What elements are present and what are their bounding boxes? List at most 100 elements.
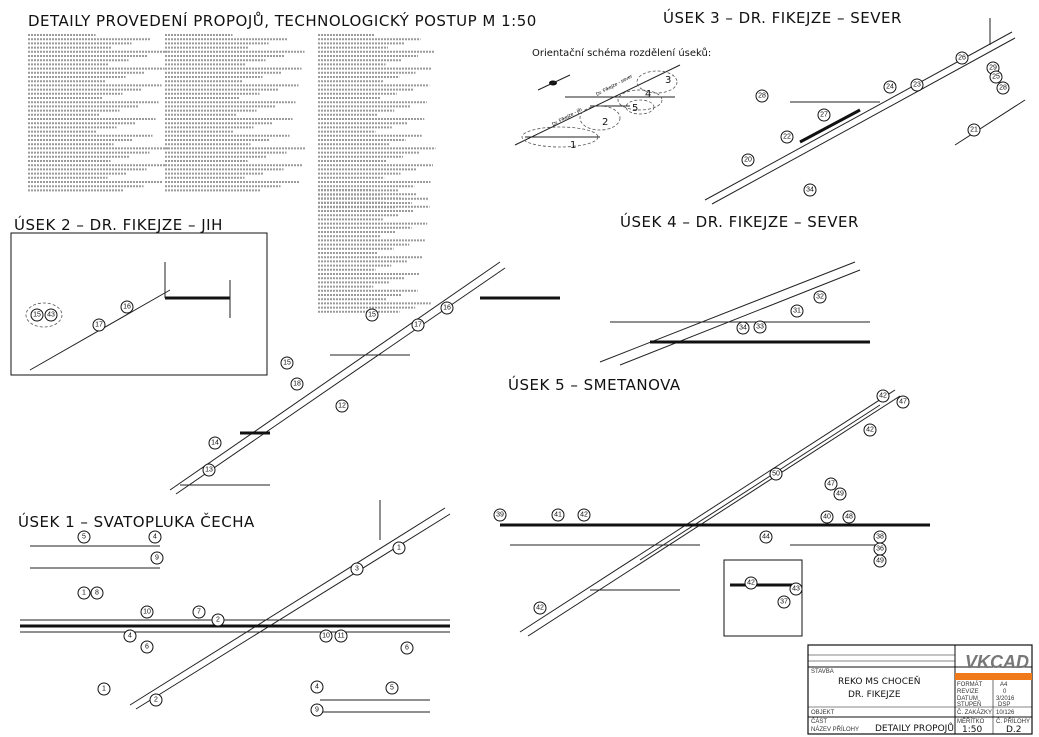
reference-bubble: 6 — [400, 641, 414, 655]
bubble-number: 16 — [443, 305, 451, 312]
reference-bubble: 36 — [873, 542, 887, 556]
reference-bubble: 17 — [92, 318, 106, 332]
bubble-circle — [140, 640, 154, 654]
reference-bubble: 31 — [790, 304, 804, 318]
reference-bubble: 3 — [350, 562, 364, 576]
bubble-circle — [759, 530, 773, 544]
bubble-circle — [876, 389, 890, 403]
bubble-number: 6 — [405, 645, 409, 652]
reference-bubble: 33 — [753, 320, 767, 334]
reference-bubble: 14 — [208, 436, 222, 450]
bubble-circle — [842, 510, 856, 524]
bubble-circle — [883, 80, 897, 94]
reference-bubble: 24 — [883, 80, 897, 94]
bubble-number: 28 — [758, 93, 766, 100]
reference-bubble: 22 — [780, 130, 794, 144]
reference-bubble: 43 — [44, 308, 58, 322]
bubble-number: 4 — [128, 633, 132, 640]
bubble-number: 42 — [536, 605, 544, 612]
bubble-number: 40 — [823, 514, 831, 521]
bubble-number: 10 — [143, 609, 151, 616]
reference-bubble: 7 — [192, 605, 206, 619]
reference-bubble: 4 — [310, 680, 324, 694]
format-label: FORMÁT — [957, 681, 983, 688]
bubble-number: 29 — [989, 65, 997, 72]
reference-bubble: 10 — [319, 629, 333, 643]
project-name: REKO MS CHOCEŇ — [838, 676, 920, 687]
orientation-label-5: 5 — [632, 103, 638, 114]
usek1-heading: ÚSEK 1 – SVATOPLUKA ČECHA — [18, 512, 255, 531]
reference-bubble: 34 — [736, 321, 750, 335]
bubble-number: 23 — [913, 82, 921, 89]
reference-bubble: 20 — [741, 153, 755, 167]
reference-bubble: 39 — [493, 508, 507, 522]
bubble-circle — [120, 300, 134, 314]
bubble-number: 49 — [836, 491, 844, 498]
bubble-circle — [873, 554, 887, 568]
pipe-lines — [10, 18, 1026, 713]
bubble-circle — [896, 395, 910, 409]
bubble-circle — [208, 436, 222, 450]
bubble-number: 38 — [876, 534, 884, 541]
bubble-circle — [44, 308, 58, 322]
orientation-street-jih: Dr. Fikejze - jih — [551, 107, 583, 128]
reference-bubble: 1 — [77, 586, 91, 600]
reference-bubble: 28 — [996, 81, 1010, 95]
reference-bubble: 43 — [789, 582, 803, 596]
bubble-circle — [90, 586, 104, 600]
bubble-circle — [769, 467, 783, 481]
reference-bubble: 5 — [385, 681, 399, 695]
bubble-number: 6 — [145, 644, 149, 651]
bubble-number: 4 — [153, 534, 157, 541]
bubble-circle — [150, 551, 164, 565]
reference-bubble: 13 — [202, 463, 216, 477]
reference-bubble: 50 — [769, 467, 783, 481]
revision-value: 0 — [1003, 689, 1007, 695]
bubble-number: 2 — [154, 697, 158, 704]
bubble-circle — [192, 605, 206, 619]
bubble-circle — [411, 318, 425, 332]
bubble-circle — [863, 423, 877, 437]
reference-bubble: 28 — [755, 89, 769, 103]
bubble-circle — [736, 321, 750, 335]
usek5-heading: ÚSEK 5 – SMETANOVA — [508, 375, 681, 394]
contract-value: 10/126 — [996, 710, 1015, 716]
attachment-value: D.2 — [1006, 725, 1022, 735]
reference-bubble: 41 — [551, 508, 565, 522]
contract-label: Č. ZAKÁZKY — [957, 709, 992, 716]
orientation-heading: Orientační schéma rozdělení úseků: — [532, 47, 711, 59]
bubble-circle — [149, 693, 163, 707]
reference-bubble: 38 — [873, 530, 887, 544]
bubble-number: 9 — [315, 707, 319, 714]
reference-bubble: 42 — [744, 576, 758, 590]
bubble-number: 47 — [827, 481, 835, 488]
bubble-number: 32 — [816, 294, 824, 301]
orientation-street-sever: Dr. Fikejze - sever — [595, 73, 634, 97]
reference-bubble: 27 — [817, 108, 831, 122]
bubble-number: 14 — [211, 440, 219, 447]
bubble-circle — [77, 530, 91, 544]
bubble-number: 28 — [999, 85, 1007, 92]
reference-bubble: 15 — [30, 308, 44, 322]
reference-bubble: 16 — [120, 300, 134, 314]
usek3-heading: ÚSEK 3 – DR. FIKEJZE – SEVER — [663, 8, 902, 27]
bubble-circle — [833, 487, 847, 501]
bubble-circle — [755, 89, 769, 103]
bubble-circle — [310, 680, 324, 694]
bubble-number: 1 — [82, 590, 86, 597]
bubble-number: 22 — [783, 134, 791, 141]
bubble-number: 12 — [338, 403, 346, 410]
bubble-number: 26 — [958, 55, 966, 62]
bubble-number: 20 — [744, 157, 752, 164]
reference-bubble: 4 — [123, 629, 137, 643]
bubble-circle — [741, 153, 755, 167]
brand-stripe — [955, 673, 1032, 680]
reference-bubble: 2 — [149, 693, 163, 707]
reference-bubble: 16 — [440, 301, 454, 315]
reference-bubble: 6 — [140, 640, 154, 654]
bubble-number: 27 — [820, 112, 828, 119]
bubble-number: 25 — [992, 74, 1000, 81]
bubble-circle — [551, 508, 565, 522]
reference-bubble: 1 — [97, 682, 111, 696]
bubble-circle — [996, 81, 1010, 95]
